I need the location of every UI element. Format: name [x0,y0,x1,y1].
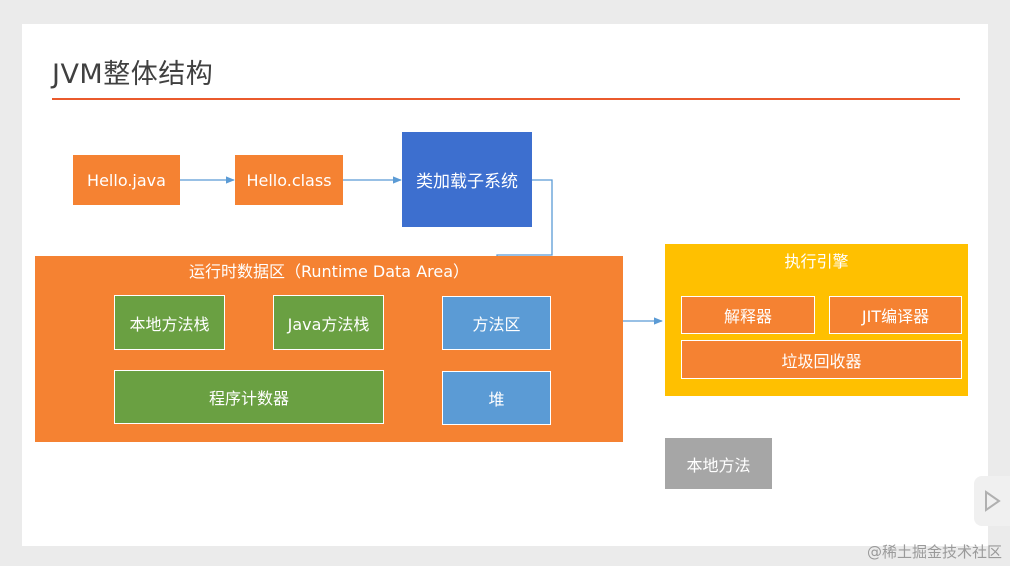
execution-engine-label: 执行引擎 [784,252,849,271]
native-method-stack-box: 本地方法栈 [114,295,225,350]
runtime-data-area-label: 运行时数据区（Runtime Data Area） [188,262,470,281]
jit-compiler-box: JIT编译器 [829,296,962,334]
watermark: @稀土掘金技术社区 [866,543,1002,561]
heap-box: 堆 [442,371,551,425]
java-method-stack-box: Java方法栈 [273,295,384,350]
interpreter-box: 解释器 [681,296,815,334]
hello-class-box: Hello.class [235,155,343,205]
program-counter-box: 程序计数器 [114,370,384,424]
page-title: JVM整体结构 [52,59,214,90]
native-method-box: 本地方法 [665,438,772,489]
play-icon[interactable] [974,476,1010,526]
method-area-box: 方法区 [442,296,551,350]
title-divider [52,98,960,100]
hello-java-box: Hello.java [73,155,180,205]
class-loader-subsystem-box: 类加载子系统 [402,132,532,227]
garbage-collector-box: 垃圾回收器 [681,340,962,379]
